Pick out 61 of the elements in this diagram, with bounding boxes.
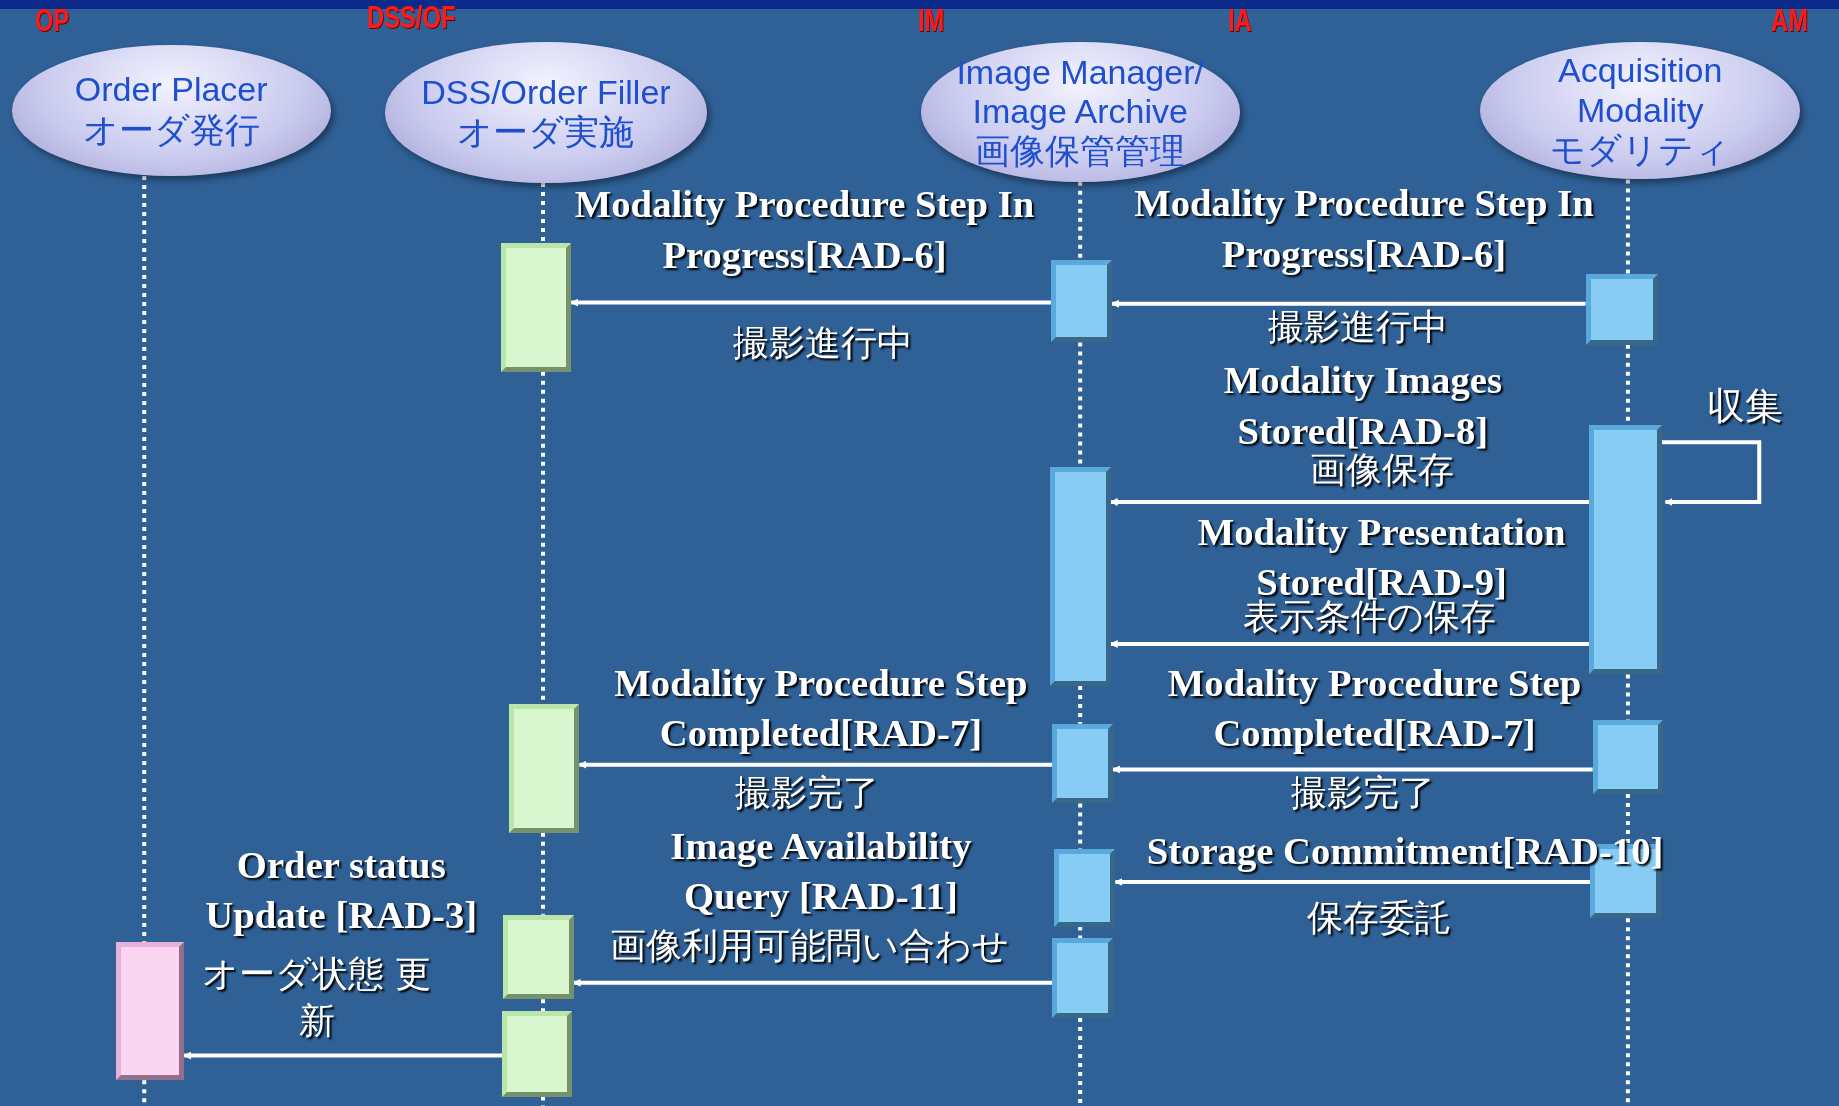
lifeline xyxy=(541,182,545,243)
participant-name: 画像保管管理 xyxy=(975,130,1186,172)
activation-bar xyxy=(503,914,574,1000)
lifeline xyxy=(1078,926,1083,939)
activation-bar xyxy=(501,1010,573,1097)
activation-bar xyxy=(1592,720,1664,794)
message-arrow xyxy=(570,298,1051,307)
activation-bar xyxy=(1049,466,1111,687)
activation-bar xyxy=(1050,260,1112,343)
message-label: Image Availability Query [RAD-11] xyxy=(669,823,973,920)
message-arrow xyxy=(1109,497,1590,506)
message-label: Modality Procedure Step Completed[RAD-7] xyxy=(1166,660,1583,757)
participant-name: Order Placer xyxy=(74,70,268,110)
message-note: オーダ状態 更新 xyxy=(200,951,433,1045)
message-arrow xyxy=(572,978,1053,987)
message-label: Modality Procedure Step In Progress[RAD-6] xyxy=(1133,181,1595,277)
message-label: 収集 xyxy=(1706,383,1785,431)
message-arrow xyxy=(1112,765,1593,774)
participant-name: Acquisition Modality xyxy=(1556,51,1724,130)
message-note: 撮影進行中 xyxy=(1267,303,1450,350)
message-note: 撮影完了 xyxy=(1289,770,1436,817)
message-label: Order status Update [RAD-3] xyxy=(204,842,479,939)
message-arrow xyxy=(1109,639,1590,648)
message-arrow xyxy=(578,760,1053,769)
activation-bar xyxy=(1052,938,1113,1018)
participant-code: OP xyxy=(35,4,70,37)
activation-bar xyxy=(116,941,185,1081)
participant-name: Image Manager/ Image Archive xyxy=(955,52,1205,131)
message-note: 撮影完了 xyxy=(733,770,880,817)
activation-bar xyxy=(1589,424,1662,675)
participant-name: オーダ実施 xyxy=(457,111,635,153)
lifeline xyxy=(541,832,545,915)
message-label: Modality Procedure Step In Progress[RAD-6] xyxy=(573,182,1036,278)
lifeline xyxy=(1078,181,1083,261)
participant-code: DSS/OF xyxy=(367,2,456,34)
participant-name: モダリティ xyxy=(1550,129,1731,171)
activation-bar xyxy=(1585,274,1659,345)
message-arrow xyxy=(1661,440,1762,506)
message-label: Modality Procedure Step Completed[RAD-7] xyxy=(613,660,1029,757)
message-label: Storage Commitment[RAD-10] xyxy=(1145,828,1665,874)
message-arrow xyxy=(1110,299,1586,308)
participant-name: オーダ発行 xyxy=(82,109,260,150)
activation-bar xyxy=(1054,849,1116,927)
message-label: Modality Images Stored[RAD-8] xyxy=(1222,358,1503,453)
lifeline xyxy=(541,999,545,1011)
participant-code: IA xyxy=(1227,4,1252,37)
message-note: 保存委託 xyxy=(1306,894,1453,941)
participant-name: DSS/Order Filler xyxy=(421,72,671,112)
participant-code: AM xyxy=(1770,4,1808,37)
participant-code: IM xyxy=(918,4,945,37)
activation-bar xyxy=(1052,723,1113,804)
lifeline xyxy=(1625,179,1630,275)
lifeline xyxy=(1625,794,1630,845)
lifeline xyxy=(1078,686,1083,724)
activation-bar xyxy=(500,242,572,372)
message-note: 撮影進行中 xyxy=(732,320,915,366)
message-note: 画像利用可能問い合わせ xyxy=(608,922,1010,969)
message-arrow xyxy=(183,1051,502,1060)
activation-bar xyxy=(509,703,580,833)
message-arrow xyxy=(1114,877,1591,886)
lifeline xyxy=(1078,1018,1083,1106)
